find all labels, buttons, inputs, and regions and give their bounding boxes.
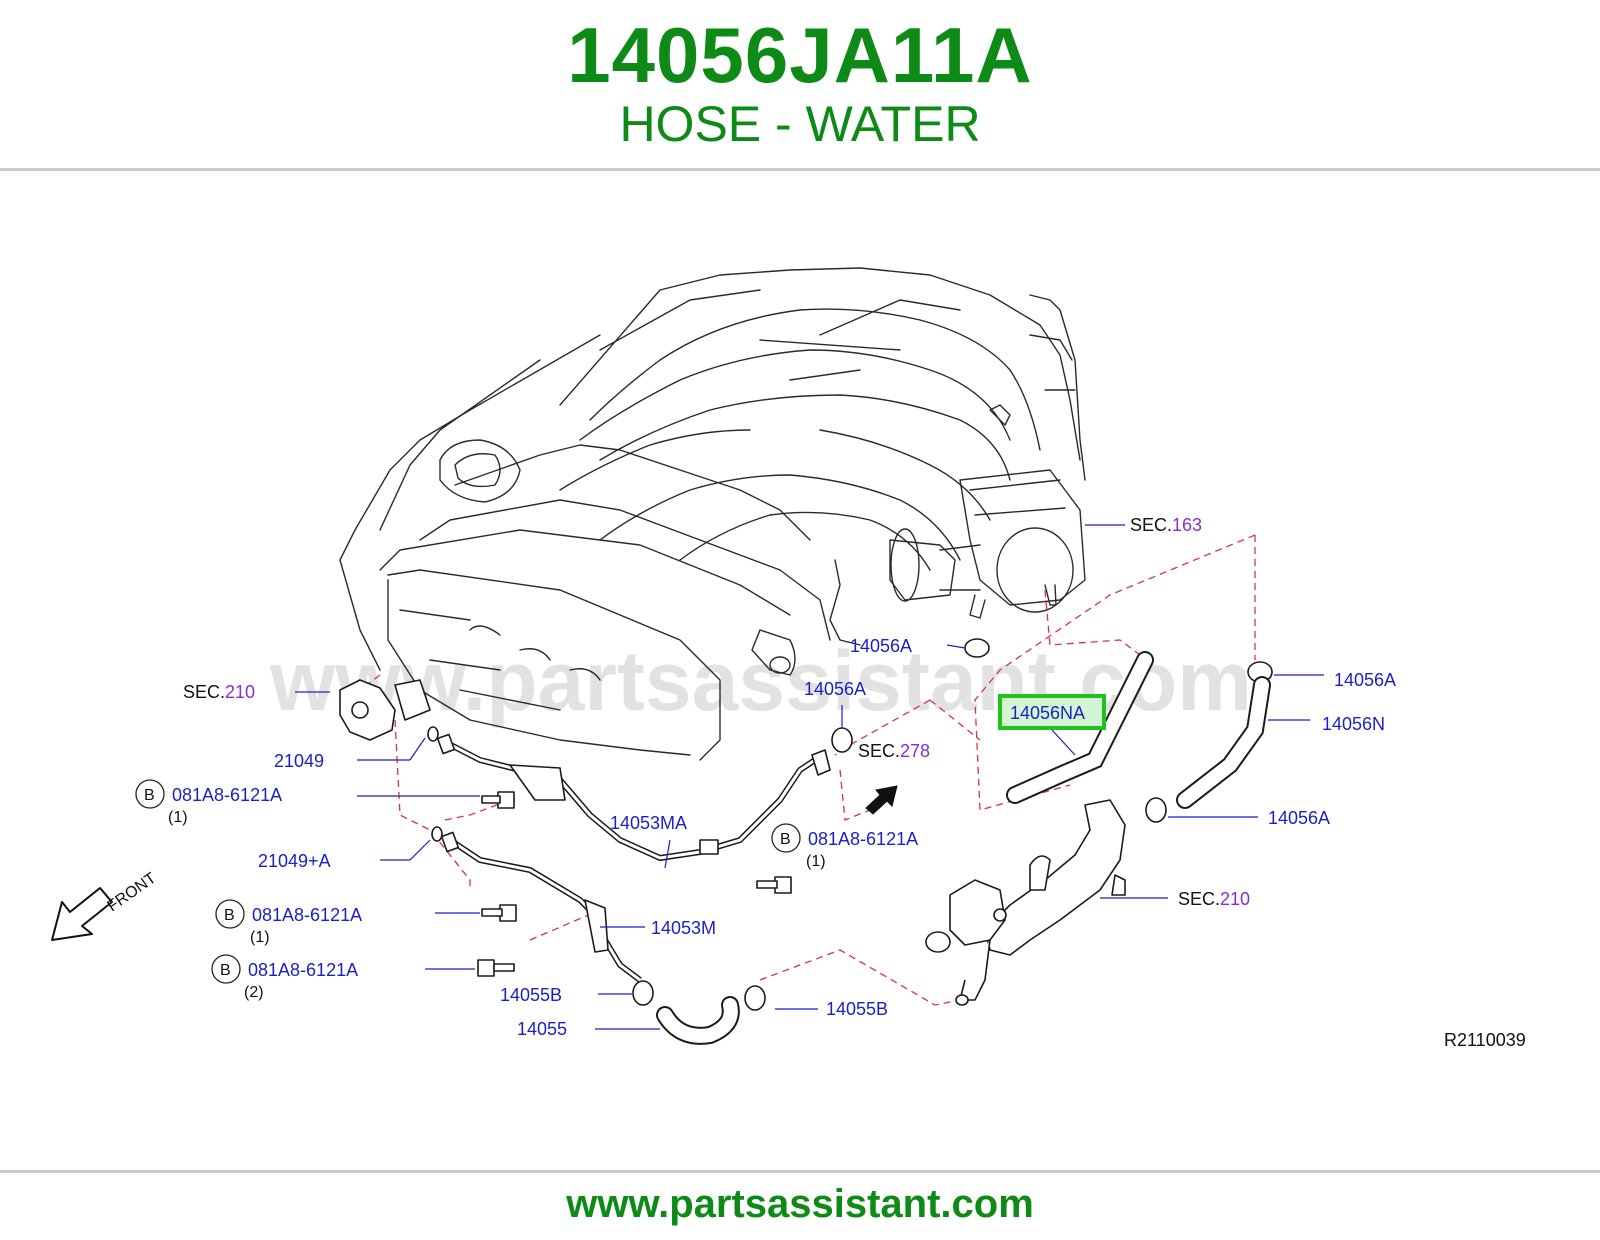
label-14053m: 14053M bbox=[651, 918, 716, 938]
label-14053ma: 14053MA bbox=[610, 813, 687, 833]
label-14056a-top: 14056A bbox=[850, 636, 912, 656]
drawing-code: R2110039 bbox=[1444, 1030, 1526, 1050]
bolt-callout-3: B 081A8-6121A (1) bbox=[215, 899, 362, 946]
direction-arrow-icon bbox=[865, 785, 898, 815]
clamp-14055b-2 bbox=[744, 985, 766, 1011]
footer-divider bbox=[0, 1170, 1600, 1173]
label-14056n: 14056N bbox=[1322, 714, 1385, 734]
svg-text:(1): (1) bbox=[168, 809, 188, 826]
header-divider bbox=[0, 168, 1600, 171]
bolt-2 bbox=[756, 876, 792, 894]
label-14056a-lower: 14056A bbox=[1268, 808, 1330, 828]
leader-lines bbox=[295, 524, 1324, 1030]
label-14055b-left: 14055B bbox=[500, 985, 562, 1005]
bolt-3 bbox=[481, 904, 517, 922]
footer-url-link[interactable]: www.partsassistant.com bbox=[566, 1182, 1034, 1226]
o-ring-21049 bbox=[427, 726, 439, 742]
clamp-14056a-4 bbox=[1145, 797, 1167, 823]
bolt-callout-2: B 081A8-6121A (1) bbox=[771, 823, 918, 870]
part-number-title: 14056JA11A bbox=[567, 11, 1033, 99]
bolt-4 bbox=[477, 959, 515, 977]
sec210-right-outlet bbox=[925, 799, 1126, 1006]
front-arrow-icon: FRONT bbox=[51, 870, 160, 941]
highlight-box bbox=[998, 694, 1106, 730]
parts-diagram: www.partsassistant.com bbox=[51, 267, 1526, 1050]
svg-text:B: B bbox=[144, 787, 155, 804]
svg-text:(2): (2) bbox=[244, 984, 264, 1001]
label-14055: 14055 bbox=[517, 1019, 567, 1039]
svg-text:B: B bbox=[780, 831, 791, 848]
label-21049a: 21049+A bbox=[258, 851, 331, 871]
label-sec163: SEC.163 bbox=[1130, 515, 1202, 535]
page-header: 14056JA11A HOSE - WATER bbox=[0, 0, 1600, 168]
clamp-14056a-2 bbox=[831, 727, 853, 753]
svg-text:(1): (1) bbox=[806, 853, 826, 870]
front-label: FRONT bbox=[105, 870, 160, 916]
label-14056a-mid: 14056A bbox=[804, 679, 866, 699]
bolt-callout-1: B 081A8-6121A (1) bbox=[135, 779, 282, 826]
svg-text:081A8-6121A: 081A8-6121A bbox=[248, 960, 358, 980]
svg-text:(1): (1) bbox=[250, 929, 270, 946]
parts bbox=[339, 638, 1273, 1045]
o-ring-21049a bbox=[431, 826, 443, 842]
svg-text:B: B bbox=[220, 962, 231, 979]
label-14056a-right: 14056A bbox=[1334, 670, 1396, 690]
label-sec210-left: SEC.210 bbox=[183, 682, 255, 702]
svg-text:081A8-6121A: 081A8-6121A bbox=[172, 785, 282, 805]
bolt-1 bbox=[481, 791, 515, 809]
engine-illustration bbox=[339, 267, 1086, 761]
label-21049: 21049 bbox=[274, 751, 324, 771]
clamp-14055b-1 bbox=[632, 980, 654, 1006]
svg-text:081A8-6121A: 081A8-6121A bbox=[808, 829, 918, 849]
svg-text:081A8-6121A: 081A8-6121A bbox=[252, 905, 362, 925]
callout-labels: SEC.163 14056A 14056A 14056A 14056N 1405… bbox=[135, 515, 1526, 1050]
bolt-callout-4: B 081A8-6121A (2) bbox=[211, 954, 358, 1001]
label-sec278: SEC.278 bbox=[858, 741, 930, 761]
label-14056na: 14056NA bbox=[1010, 703, 1085, 723]
svg-text:B: B bbox=[224, 907, 235, 924]
label-sec210-right: SEC.210 bbox=[1178, 889, 1250, 909]
part-name-subtitle: HOSE - WATER bbox=[619, 96, 981, 152]
pipe-14053m bbox=[448, 837, 642, 983]
label-14055b-right: 14055B bbox=[826, 999, 888, 1019]
clamp-14056a-1 bbox=[964, 638, 990, 658]
